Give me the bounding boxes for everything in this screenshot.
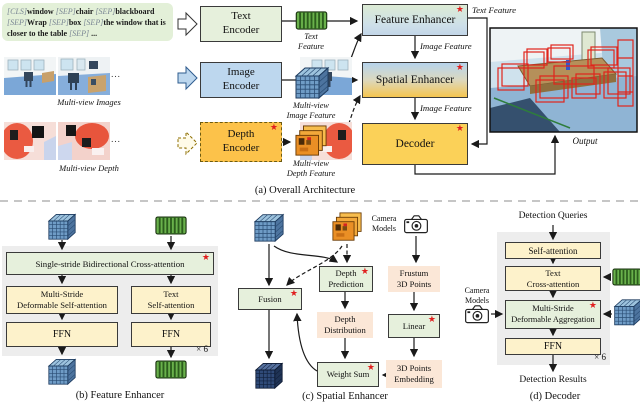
image-feature-cube-icon	[48, 214, 76, 240]
star-icon: ★	[455, 62, 464, 72]
spatial-enhancer-box: Spatial Enhancer ★	[362, 62, 468, 98]
decoder-box: Decoder ★	[362, 123, 468, 165]
ffn-box: FFN	[131, 322, 211, 347]
image-feature-cube-icon	[254, 214, 284, 242]
depth-feature-stack-icon	[295, 125, 327, 156]
depth-feature-label: Multi-view Depth Feature	[286, 159, 336, 179]
depth-ellipsis: ...	[111, 134, 121, 144]
repeat-count: × 6	[196, 344, 208, 354]
depth-feature-stack-icon	[332, 212, 362, 241]
self-attention-box: Self-attention	[505, 242, 601, 259]
text-input-block-arrow	[177, 11, 198, 37]
caption-d: (d) Decoder	[529, 391, 581, 402]
text-feature-label: Text Feature	[298, 32, 324, 52]
edge-label-text-feature: Text Feature	[472, 5, 517, 15]
weight-sum-box: Weight Sum ★	[317, 362, 379, 387]
text-feature-icon	[155, 216, 187, 235]
multi-view-depth-label: Multi-view Depth	[59, 163, 119, 173]
depth-encoder-box: Depth Encoder ★	[200, 122, 282, 162]
detection-queries-label: Detection Queries	[518, 211, 588, 221]
star-icon: ★	[455, 4, 464, 14]
spatial-feature-cube-icon	[255, 363, 283, 389]
text-cross-attention-box: Text Cross-attention	[505, 266, 601, 291]
camera-models-label: Camera Models	[371, 214, 397, 234]
text-prompt-box: [CLS]window [SEP]chair [SEP]blackboard […	[2, 3, 173, 41]
image-feature-cube-icon	[48, 359, 76, 385]
prompt-text: [CLS]window [SEP]chair [SEP]blackboard […	[7, 7, 166, 39]
camera-icon	[404, 215, 428, 234]
text-feature-icon	[155, 360, 187, 379]
image-feature-cube-icon	[295, 67, 329, 99]
fusion-box: Fusion ★	[238, 288, 302, 310]
camera-models-label: Camera Models	[464, 286, 490, 306]
depth-input-block-arrow	[177, 130, 198, 156]
image-feature-label: Multi-view Image Feature	[286, 101, 336, 121]
output-scene-image	[489, 27, 638, 133]
star-icon: ★	[289, 288, 298, 298]
images-ellipsis: ...	[111, 69, 121, 79]
star-icon: ★	[588, 300, 597, 310]
points-embedding-box: 3D Points Embedding	[386, 360, 442, 388]
caption-c: (c) Spatial Enhancer	[302, 391, 388, 402]
text-feature-icon	[612, 268, 640, 286]
star-icon: ★	[360, 266, 369, 276]
edge-label-image-feature: Image Feature	[420, 103, 472, 113]
deformable-aggregation-box: Multi-Stride Deformable Aggregation ★	[505, 300, 601, 329]
detection-results-label: Detection Results	[519, 375, 587, 385]
multi-view-images-label: Multi-view Images	[57, 97, 121, 107]
camera-icon	[465, 305, 489, 324]
text-self-attention-box: Text Self-attention	[131, 286, 211, 314]
ffn-box: FFN	[505, 338, 601, 355]
cross-attention-box: Single-stride Bidirectional Cross-attent…	[6, 252, 214, 275]
multi-view-depth-thumbnail	[58, 122, 110, 160]
image-encoder-box: Image Encoder	[200, 62, 282, 98]
frustum-points-box: Frustum 3D Points	[388, 266, 440, 292]
caption-b: (b) Feature Enhancer	[75, 390, 165, 401]
depth-prediction-box: Depth Prediction ★	[319, 266, 373, 292]
multi-view-depth-thumbnail	[4, 122, 56, 160]
output-label: Output	[572, 136, 598, 146]
image-input-block-arrow	[177, 65, 198, 91]
deformable-self-attention-box: Multi-Stride Deformable Self-attention	[6, 286, 118, 314]
text-encoder-box: Text Encoder	[200, 6, 282, 42]
star-icon: ★	[366, 362, 375, 372]
edge-label-image-feature: Image Feature	[420, 41, 472, 51]
star-icon: ★	[201, 252, 210, 262]
feature-enhancer-box: Feature Enhancer ★	[362, 4, 468, 36]
star-icon: ★	[455, 123, 464, 133]
repeat-count: × 6	[594, 352, 606, 362]
depth-distribution-box: Depth Distribution	[317, 312, 373, 338]
ffn-box: FFN	[6, 322, 118, 347]
multi-view-image-thumbnail	[58, 57, 110, 95]
star-icon: ★	[427, 314, 436, 324]
image-feature-cube-icon	[614, 299, 640, 326]
star-icon: ★	[269, 122, 278, 132]
linear-box: Linear ★	[388, 314, 440, 338]
text-feature-icon	[295, 11, 328, 30]
caption-a: (a) Overall Architecture	[254, 185, 356, 196]
multi-view-image-thumbnail	[4, 57, 56, 95]
